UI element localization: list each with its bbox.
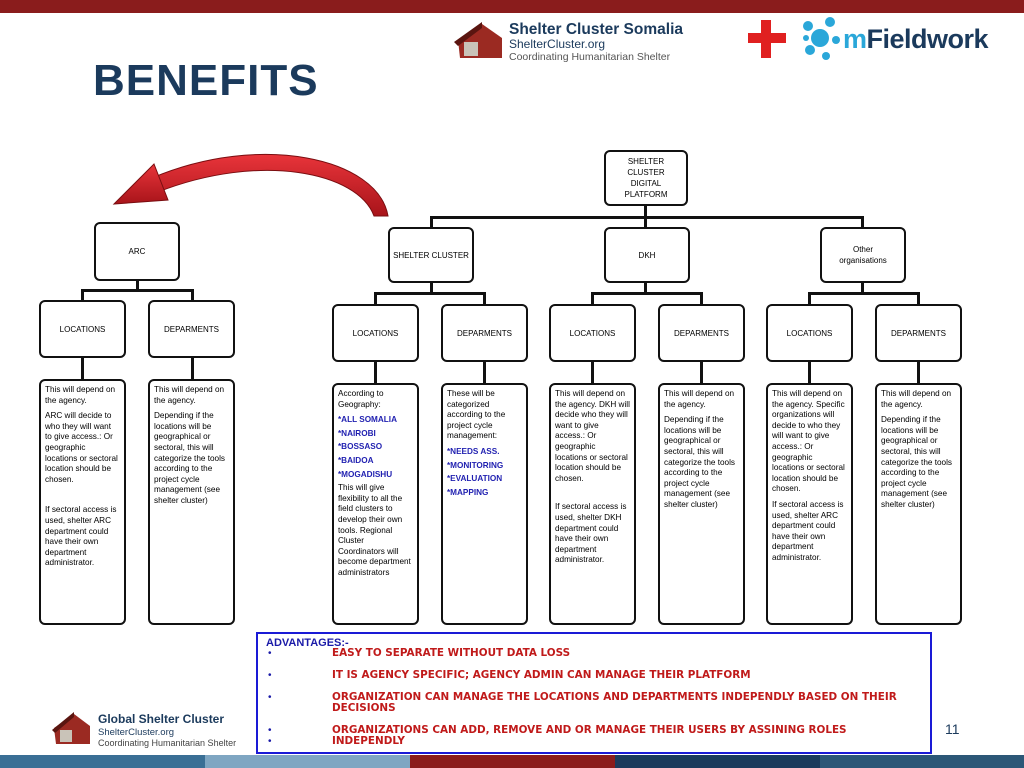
global-shelter-cluster-logo	[52, 712, 90, 744]
other-departments-description: This will depend on the agency. Dependin…	[875, 383, 962, 625]
node-shelter-cluster: SHELTER CLUSTER	[388, 227, 474, 283]
connector	[700, 360, 703, 385]
node-arc-departments: DEPARMENTS	[148, 300, 235, 358]
footer-org-title: Global Shelter Cluster	[98, 712, 225, 726]
curved-arrow-icon	[112, 154, 389, 217]
node-other-departments: DEPARMENTS	[875, 304, 962, 362]
node-other-locations: LOCATIONS	[766, 304, 853, 362]
connector	[591, 292, 703, 295]
root-node: SHELTER CLUSTER DIGITAL PLATFORM	[604, 150, 688, 206]
red-cross-icon	[748, 20, 786, 58]
arc-departments-description: This will depend on the agency. Dependin…	[148, 379, 235, 625]
page-number: 11	[945, 721, 960, 737]
connector	[483, 360, 486, 385]
connector	[430, 281, 433, 293]
node-sc-locations: LOCATIONS	[332, 304, 419, 362]
node-dkh-departments: DEPARMENTS	[658, 304, 745, 362]
bullet: •	[268, 736, 272, 747]
connector	[644, 216, 647, 229]
node-dkh-locations: LOCATIONS	[549, 304, 636, 362]
sc-locations-description: According to Geography: *ALL SOMALIA *NA…	[332, 383, 419, 625]
connector	[191, 356, 194, 381]
node-dkh: DKH	[604, 227, 690, 283]
connector	[808, 292, 811, 306]
sc-departments-description: These will be categorized according to t…	[441, 383, 528, 625]
advantage-item: ORGANIZATION CAN MANAGE THE LOCATIONS AN…	[332, 691, 897, 714]
advantage-item: IT IS AGENCY SPECIFIC; AGENCY ADMIN CAN …	[332, 669, 751, 681]
other-locations-description: This will depend on the agency. Specific…	[766, 383, 853, 625]
connector	[808, 292, 920, 295]
advantages-box	[256, 632, 932, 754]
connector	[591, 360, 594, 385]
connector	[644, 204, 647, 218]
bullet: •	[268, 725, 272, 736]
dkh-departments-description: This will depend on the agency. Dependin…	[658, 383, 745, 625]
connector	[430, 216, 433, 229]
connector	[591, 292, 594, 306]
bullet: •	[268, 692, 272, 703]
connector	[861, 281, 864, 293]
connector	[430, 216, 864, 219]
bullet: •	[268, 648, 272, 659]
advantage-item: EASY TO SEPARATE WITHOUT DATA LOSS	[332, 647, 571, 659]
connector	[136, 279, 139, 290]
advantage-item: ORGANIZATIONS CAN ADD, REMOVE AND OR MAN…	[332, 724, 847, 747]
org-title: Shelter Cluster Somalia	[509, 21, 684, 38]
connector	[81, 356, 84, 381]
connector	[861, 216, 864, 229]
org-tagline: Coordinating Humanitarian Shelter	[509, 51, 671, 63]
mfieldwork-logo: mFieldwork	[843, 24, 989, 54]
connector	[700, 292, 703, 306]
footer-bar	[0, 755, 1024, 768]
shelter-cluster-logo	[454, 22, 502, 58]
connector	[374, 292, 486, 295]
node-sc-departments: DEPARMENTS	[441, 304, 528, 362]
footer-org-site: ShelterCluster.org	[98, 727, 175, 738]
node-arc-locations: LOCATIONS	[39, 300, 126, 358]
connector	[191, 289, 194, 302]
advantages-heading: ADVANTAGES:-	[266, 637, 349, 649]
connector	[374, 292, 377, 306]
connector	[917, 360, 920, 385]
dkh-locations-description: This will depend on the agency. DKH will…	[549, 383, 636, 625]
node-arc: ARC	[94, 222, 180, 281]
mfieldwork-logo-icon	[803, 17, 840, 60]
footer-org-tagline: Coordinating Humanitarian Shelter	[98, 738, 237, 748]
org-site: ShelterCluster.org	[509, 37, 606, 51]
connector	[644, 281, 647, 293]
connector	[374, 360, 377, 385]
connector	[81, 289, 84, 302]
connector	[483, 292, 486, 306]
top-bar	[0, 0, 1024, 13]
node-other-organisations: Other organisations	[820, 227, 906, 283]
arc-locations-description: This will depend on the agency. ARC will…	[39, 379, 126, 625]
connector	[81, 289, 193, 292]
connector	[808, 360, 811, 385]
bullet: •	[268, 670, 272, 681]
connector	[917, 292, 920, 306]
page-title: BENEFITS	[93, 56, 319, 105]
